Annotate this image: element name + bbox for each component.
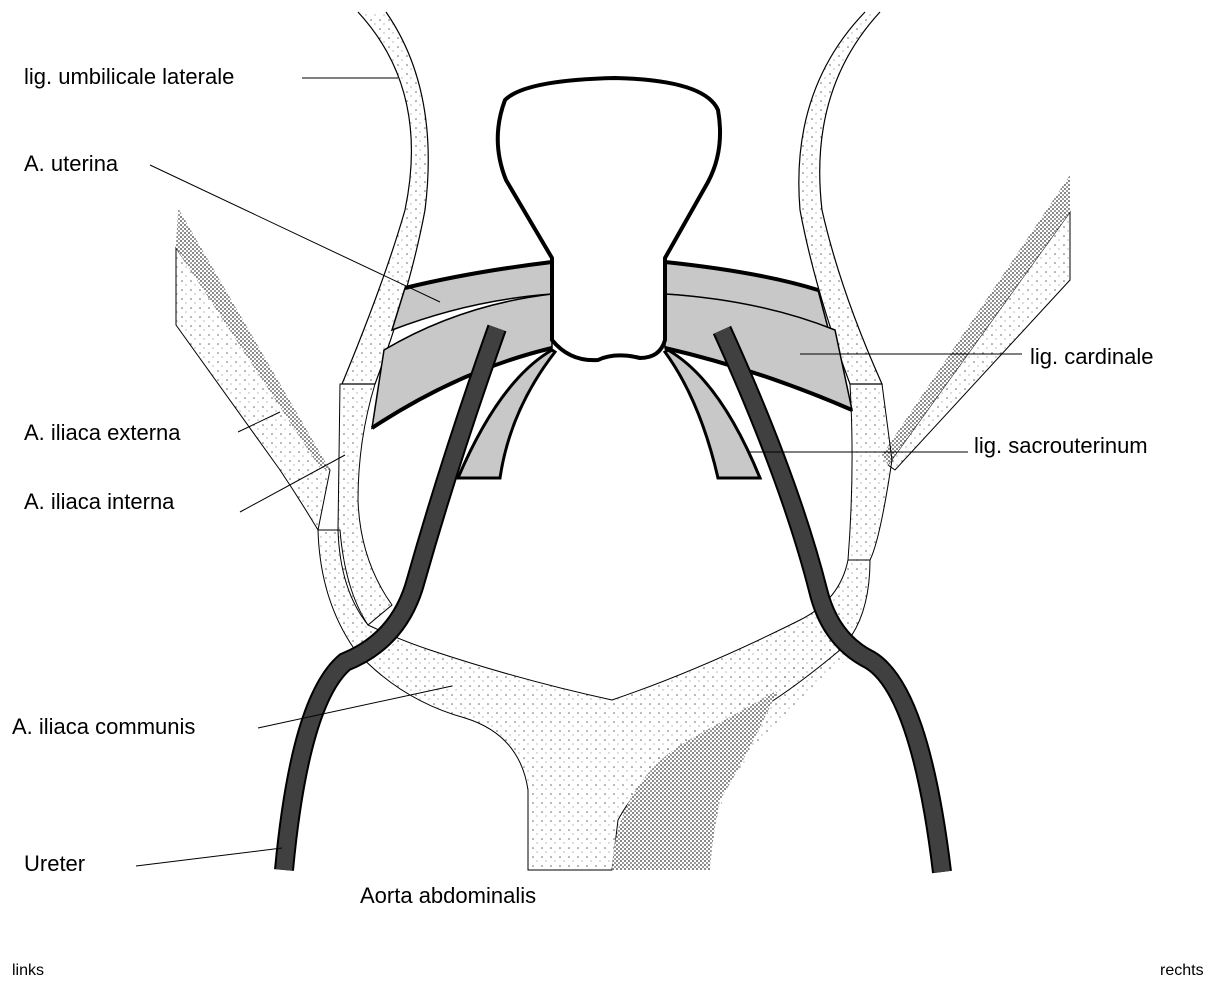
lig-umbilicale-laterale-left bbox=[342, 12, 428, 384]
label-lig-cardinale: lig. cardinale bbox=[1030, 346, 1154, 368]
label-lig-sacrouterinum: lig. sacrouterinum bbox=[974, 435, 1148, 457]
label-a-uterina: A. uterina bbox=[24, 153, 118, 175]
stippled-area-right bbox=[882, 175, 1070, 465]
a-iliaca-interna-right bbox=[848, 384, 892, 560]
leader-ureter bbox=[136, 848, 282, 866]
label-rechts: rechts bbox=[1160, 963, 1204, 979]
label-a-iliaca-interna: A. iliaca interna bbox=[24, 491, 174, 513]
a-iliaca-externa-right bbox=[888, 212, 1070, 470]
label-a-iliaca-communis: A. iliaca communis bbox=[12, 716, 195, 738]
label-ureter: Ureter bbox=[24, 853, 85, 875]
leader-communis bbox=[258, 686, 452, 728]
label-lig-umbilicale-laterale: lig. umbilicale laterale bbox=[24, 66, 234, 88]
label-links: links bbox=[12, 963, 44, 979]
label-a-iliaca-externa: A. iliaca externa bbox=[24, 422, 181, 444]
a-iliaca-externa-left bbox=[176, 248, 330, 530]
label-aorta-abdominalis: Aorta abdominalis bbox=[360, 885, 536, 907]
